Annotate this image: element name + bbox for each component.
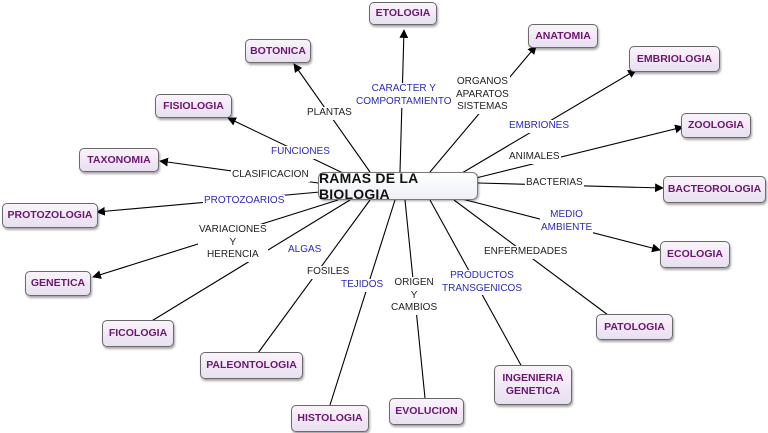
node-botonica: BOTONICA [245,39,311,63]
label-animales: ANIMALES [508,151,561,164]
node-paleontologia: PALEONTOLOGIA [200,352,303,379]
label-bacterias: BACTERIAS [525,177,584,190]
node-histologia: HISTOLOGIA [291,405,369,432]
node-taxonomia: TAXONOMIA [79,148,159,172]
node-ficologia: FICOLOGIA [102,320,174,347]
node-etologia: ETOLOGIA [369,2,437,25]
label-funciones: FUNCIONES [270,146,331,159]
node-genetica: GENETICA [25,271,91,296]
node-embriologia: EMBRIOLOGIA [629,46,720,72]
label-enfermedades: ENFERMEDADES [483,246,569,259]
node-evolucion: EVOLUCION [389,398,464,425]
node-ecologia: ECOLOGIA [660,241,730,268]
central-topic: RAMAS DE LA BIOLOGIA [318,170,478,202]
node-zoologia: ZOOLOGIA [681,113,751,138]
edge-patologia [453,199,613,319]
node-bacteorologia: BACTEOROLOGIA [663,176,766,203]
node-patologia: PATOLOGIA [596,314,673,340]
label-tejidos: TEJIDOS [340,279,385,292]
node-fisiologia: FISIOLOGIA [155,94,232,118]
label-protozoarios: PROTOZOARIOS [203,195,286,208]
label-fosiles: FOSILES [306,266,351,279]
node-ingenieria-genetica: INGENIERIA GENETICA [494,365,572,405]
label-clasificacion: CLASIFICACION [231,169,310,182]
node-protozologia: PROTOZOLOGIA [2,203,98,228]
label-algas: ALGAS [287,244,323,257]
label-embriones: EMBRIONES [508,120,571,133]
edge-zoologia [475,124,684,179]
label-plantas: PLANTAS [306,107,353,120]
node-anatomia: ANATOMIA [528,24,598,48]
edge-histologia [329,199,396,406]
